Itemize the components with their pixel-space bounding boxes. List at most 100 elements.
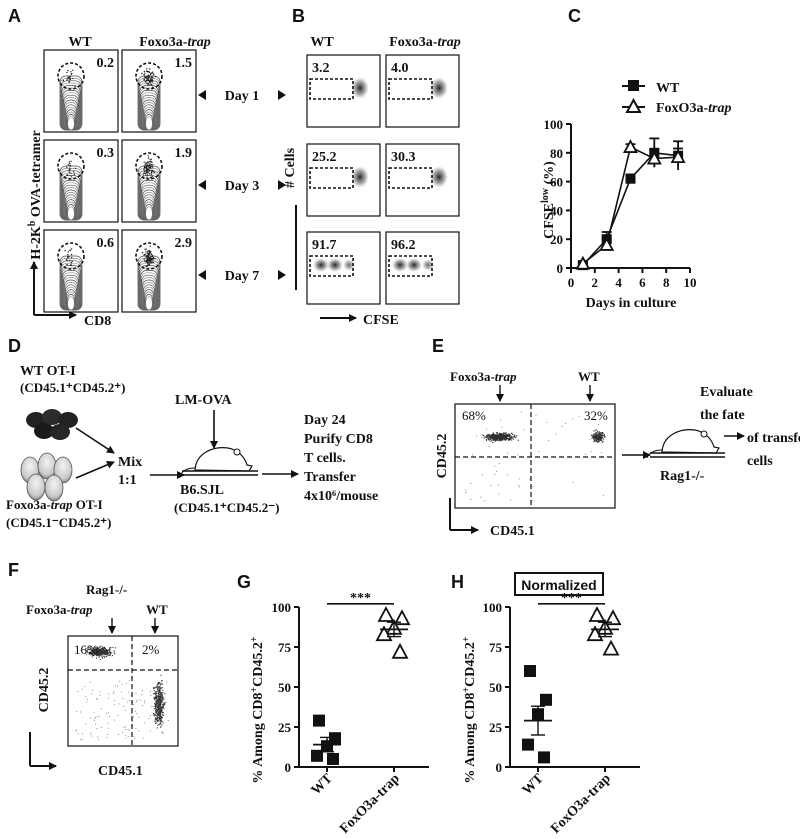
tetramer-event-dot [146,176,148,178]
event-dot [598,435,600,437]
event-dot [108,711,110,713]
histogram-frame [385,54,460,128]
event-dot [153,693,155,695]
panel-letter-b: B [292,6,305,26]
event-dot [98,656,100,658]
tetramer-event-dot [153,73,155,76]
tetramer-event-dot [149,81,152,84]
data-point-triangle [646,150,662,165]
event-dot [486,435,488,437]
event-dot [90,649,93,652]
event-dot [502,437,504,440]
tetramer-event-dot [149,245,151,248]
tetramer-event-dot [145,261,147,263]
tetramer-event-dot [144,173,147,175]
tetramer-percentage: 1.5 [175,56,193,71]
event-dot [102,655,104,657]
event-dot [160,691,162,693]
tetramer-event-dot [147,171,149,173]
event-dot [102,648,104,650]
tetramer-event-dot [143,70,146,73]
event-dot [97,652,99,654]
event-dot [465,412,467,414]
event-dot [154,699,156,701]
event-dot [505,435,508,437]
event-dot [119,680,121,682]
event-dot [159,695,162,697]
event-dot [142,690,144,692]
event-dot [156,699,158,701]
day-label: Day 3 [225,179,260,194]
panel-a-xlabel: CD8 [84,314,111,329]
event-dot [484,436,486,438]
event-dot [125,726,127,728]
rag1-mouse-icon [646,429,725,459]
event-dot [160,725,162,727]
tetramer-event-dot [148,173,151,175]
event-dot [96,697,98,699]
event-dot [161,687,163,689]
event-dot [113,704,115,706]
event-dot [495,437,497,439]
panel-h-normalized-label: Normalized [521,577,596,593]
event-dot [127,729,129,731]
event-dot [103,646,106,648]
tetramer-event-dot [143,78,145,80]
event-dot [510,432,512,435]
event-dot [86,651,89,653]
event-dot [500,439,502,441]
event-dot [160,696,163,698]
event-dot [599,437,601,439]
event-dot [491,435,493,438]
event-dot [157,712,159,714]
panel-letter-g: G [237,572,251,592]
event-dot [104,656,106,659]
event-dot [158,688,160,690]
panel-e-ylabel: CD45.2 [435,434,450,479]
event-dot [95,723,97,725]
event-dot [529,478,531,480]
density-contour [145,296,153,311]
tetramer-event-dot [147,260,150,262]
event-dot [90,648,92,651]
density-contour [145,116,153,131]
event-dot [107,734,109,736]
tetramer-event-dot [69,249,71,251]
event-dot [578,415,580,417]
event-dot [496,438,498,441]
event-dot [158,708,160,710]
event-dot [500,436,502,438]
event-dot [77,690,79,692]
b6-sjl-mouse-icon [179,447,258,477]
tetramer-event-dot [146,252,148,255]
tetramer-event-dot [151,75,153,77]
cfse-low-gate [388,255,433,277]
panel-a-col-foxo: Foxo3a-trap [139,35,211,50]
event-dot [102,646,104,648]
data-point-triangle [604,609,622,626]
event-dot [602,438,604,440]
event-dot [133,704,135,706]
event-dot [109,649,111,651]
event-dot [118,703,120,705]
event-dot [515,436,517,438]
tetramer-event-dot [151,81,154,83]
tetramer-event-dot [149,251,152,253]
event-dot [123,705,125,707]
event-dot [93,711,95,713]
event-dot [114,647,117,649]
tetramer-event-dot [143,258,145,260]
event-dot [599,442,601,444]
event-dot [481,436,483,438]
event-dot [125,737,127,739]
event-dot [157,708,159,710]
tetramer-event-dot [70,172,72,174]
event-dot [158,690,160,693]
event-dot [511,433,513,435]
tetramer-event-dot [145,260,147,262]
event-dot [594,437,596,439]
tetramer-event-dot [66,260,69,262]
event-dot [492,433,495,435]
y-tick-label: 25 [278,720,292,735]
event-dot [598,434,601,436]
